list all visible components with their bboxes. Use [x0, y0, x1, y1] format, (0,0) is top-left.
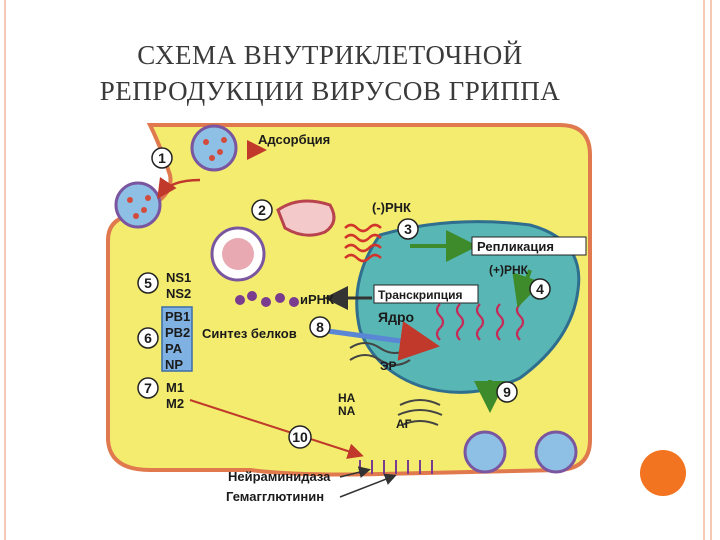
label-protein-synthesis: Синтез белков — [202, 326, 297, 341]
step-6: 6 — [144, 330, 152, 346]
uncoating-capsid — [276, 199, 336, 237]
step-4: 4 — [536, 281, 544, 297]
frame-line-right — [703, 0, 705, 540]
label-ns1: NS1 — [166, 270, 191, 285]
step-7: 7 — [144, 380, 152, 396]
label-ns2: NS2 — [166, 286, 191, 301]
arrow-plus-rna — [512, 269, 543, 308]
frame-line-left — [4, 0, 6, 540]
label-plus-rna: (+)РНК — [489, 263, 529, 277]
label-pb2: PB2 — [165, 325, 190, 340]
arrow-neuraminidase — [339, 466, 371, 479]
label-np: NP — [165, 357, 183, 372]
step-2: 2 — [258, 202, 266, 218]
label-er: ЭР — [380, 359, 397, 373]
label-pa: PA — [165, 341, 183, 356]
step-markers: 1 2 3 4 5 6 7 8 9 10 — [137, 147, 551, 449]
label-ha: НА — [338, 391, 356, 405]
label-m1: M1 — [166, 380, 184, 395]
virion-released — [534, 430, 578, 474]
title-line-2: РЕПРОДУКЦИИ ВИРУСОВ ГРИППА — [99, 76, 561, 106]
label-nucleus: Ядро — [378, 309, 414, 325]
label-minus-rna: (-)РНК — [372, 200, 411, 215]
golgi-apparatus — [397, 399, 443, 426]
step-10: 10 — [292, 429, 308, 445]
label-na: NA — [338, 404, 356, 418]
arrow-hemagglutinin — [339, 473, 397, 498]
frame-line-right-inner — [710, 0, 712, 540]
label-m2: M2 — [166, 396, 184, 411]
protein-complexes — [235, 291, 299, 307]
step-1: 1 — [158, 150, 166, 166]
step-5: 5 — [144, 275, 152, 291]
virion-2 — [114, 181, 162, 229]
polymerase-box — [161, 306, 193, 372]
label-hemagglutinin: Гемагглютинин — [226, 489, 324, 504]
arrow-assembly — [189, 399, 364, 459]
label-transcription: Транскрипция — [378, 288, 463, 302]
virion-budding-1 — [463, 430, 507, 474]
title-line-1: СХЕМА ВНУТРИКЛЕТОЧНОЙ — [137, 40, 523, 70]
replication-box — [471, 236, 587, 256]
step-3: 3 — [404, 221, 412, 237]
label-replication: Репликация — [477, 239, 554, 254]
decorative-orange-dot — [640, 450, 686, 496]
transcription-box — [373, 284, 479, 304]
label-mrna: иРНК — [300, 292, 334, 307]
arrow-entry — [157, 176, 201, 200]
label-neuraminidase: Нейраминидаза — [228, 469, 331, 484]
label-adsorption: Адсорбция — [258, 132, 330, 147]
step-8: 8 — [316, 319, 324, 335]
label-ag: АГ — [396, 417, 412, 431]
virion-endosome — [210, 226, 266, 282]
arrow-protein-synthesis — [319, 321, 440, 361]
label-pb1: PB1 — [165, 309, 190, 324]
virion-1 — [190, 124, 238, 172]
minus-rna-strands — [344, 223, 382, 263]
step-9: 9 — [503, 384, 511, 400]
